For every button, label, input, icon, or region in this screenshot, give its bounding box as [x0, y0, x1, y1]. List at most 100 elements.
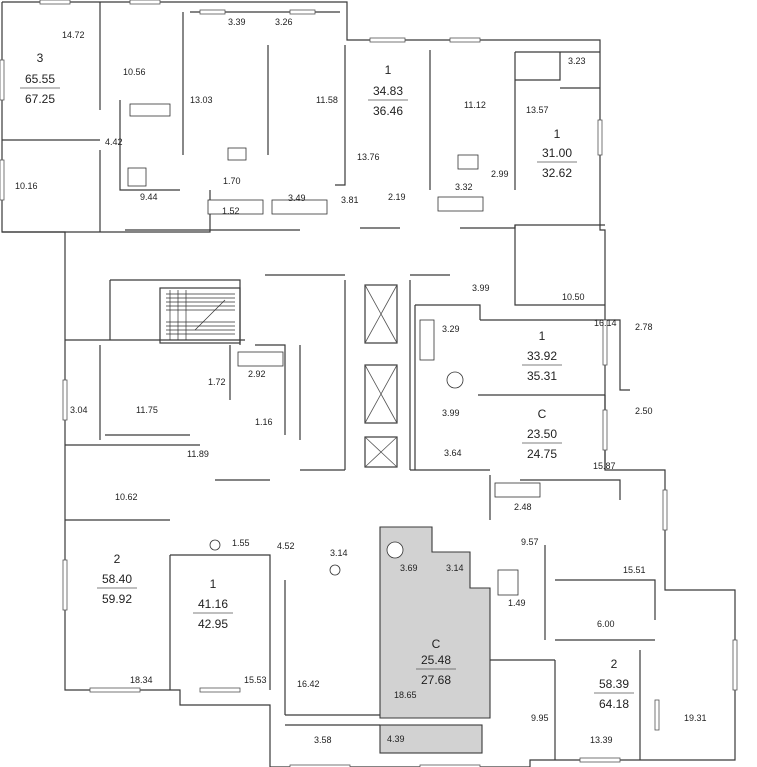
highlighted-apartment[interactable]: [379, 526, 491, 754]
svg-text:42.95: 42.95: [198, 617, 228, 631]
room-area: 9.44: [140, 192, 158, 202]
room-area: 10.62: [115, 492, 138, 502]
room-area: 13.03: [190, 95, 213, 105]
svg-text:58.40: 58.40: [102, 572, 132, 586]
room-area: 3.14: [330, 548, 348, 558]
room-area: 1.72: [208, 377, 226, 387]
room-area: 3.39: [228, 17, 246, 27]
room-area: 2.99: [491, 169, 509, 179]
svg-text:34.83: 34.83: [373, 84, 403, 98]
bathroom-fixtures: [127, 103, 541, 596]
room-area: 3.81: [341, 195, 359, 205]
total-area: 67.25: [25, 92, 55, 106]
svg-text:23.50: 23.50: [527, 427, 557, 441]
room-area: 2.19: [388, 192, 406, 202]
room-area: 3.23: [568, 56, 586, 66]
room-area: 3.29: [442, 324, 460, 334]
room-area: 3.49: [288, 193, 306, 203]
svg-text:С: С: [432, 637, 441, 651]
apartment-label-cs: С 23.50 24.75: [522, 407, 562, 461]
room-area: 13.57: [526, 105, 549, 115]
elevators: [364, 284, 398, 468]
room-area: 15.51: [623, 565, 646, 575]
apartment-label-1b: 1 31.00 32.62: [537, 127, 577, 180]
room-area: 14.72: [62, 30, 85, 40]
apartment-label-3: 3 65.55 67.25: [20, 51, 60, 106]
room-area: 10.56: [123, 67, 146, 77]
room-area: 10.50: [562, 292, 585, 302]
apartment-label-1d: 1 41.16 42.95: [193, 577, 233, 631]
room-area: 1.55: [232, 538, 250, 548]
staircase: [159, 287, 241, 344]
outer-walls: [1, 1, 736, 767]
room-area: 19.31: [684, 713, 707, 723]
room-area: 2.78: [635, 322, 653, 332]
room-area: 3.26: [275, 17, 293, 27]
room-area: 13.76: [357, 152, 380, 162]
svg-text:1: 1: [385, 63, 392, 77]
room-area: 11.58: [316, 95, 338, 105]
room-area: 2.92: [248, 369, 266, 379]
svg-text:41.16: 41.16: [198, 597, 228, 611]
apartment-label-1c: 1 33.92 35.31: [522, 329, 562, 383]
room-area: 16.42: [297, 679, 320, 689]
room-area: 10.16: [15, 181, 38, 191]
room-area: 3.04: [70, 405, 88, 415]
svg-text:2: 2: [611, 657, 618, 671]
room-area: 9.95: [531, 713, 549, 723]
apartment-label-2a: 2 58.40 59.92: [97, 552, 137, 606]
svg-text:64.18: 64.18: [599, 697, 629, 711]
svg-text:58.39: 58.39: [599, 677, 629, 691]
room-area: 15.53: [244, 675, 267, 685]
svg-text:33.92: 33.92: [527, 349, 557, 363]
svg-text:25.48: 25.48: [421, 653, 451, 667]
room-area: 3.32: [455, 182, 473, 192]
room-area: 1.16: [255, 417, 273, 427]
room-area: 3.58: [314, 735, 332, 745]
apartment-label-cs-highlighted: С 25.48 27.68: [416, 637, 456, 687]
svg-text:1: 1: [554, 127, 561, 141]
room-area: 11.12: [464, 100, 486, 110]
svg-text:36.46: 36.46: [373, 104, 403, 118]
room-area: 3.99: [442, 408, 460, 418]
room-area: 15.87: [593, 461, 616, 471]
room-area: 4.42: [105, 137, 123, 147]
rooms-count: 3: [37, 51, 44, 65]
room-area: 11.89: [187, 449, 209, 459]
room-area-labels: 14.72 3.39 3.26 10.56 13.03 11.58 11.12 …: [15, 17, 707, 745]
interior-walls: [2, 2, 656, 760]
svg-text:С: С: [538, 407, 547, 421]
apartment-labels: 3 65.55 67.25 1 34.83 36.46 1 31.00 32.6…: [20, 51, 634, 711]
room-area: 3.99: [472, 283, 490, 293]
room-area: 3.69: [400, 563, 418, 573]
svg-text:31.00: 31.00: [542, 146, 572, 160]
room-area: 4.52: [277, 541, 295, 551]
room-area: 4.39: [387, 734, 405, 744]
svg-text:32.62: 32.62: [542, 166, 572, 180]
room-area: 11.75: [136, 405, 158, 415]
svg-text:59.92: 59.92: [102, 592, 132, 606]
room-area: 9.57: [521, 537, 539, 547]
apartment-label-2b: 2 58.39 64.18: [594, 657, 634, 711]
svg-text:1: 1: [210, 577, 217, 591]
windows: [0, 0, 738, 767]
room-area: 16.14: [594, 318, 617, 328]
room-area: 13.39: [590, 735, 613, 745]
room-area: 2.50: [635, 406, 653, 416]
room-area: 1.70: [223, 176, 241, 186]
svg-text:2: 2: [114, 552, 121, 566]
apartment-label-1a: 1 34.83 36.46: [368, 63, 408, 118]
room-area: 18.65: [394, 690, 417, 700]
room-area: 2.48: [514, 502, 532, 512]
room-area: 1.52: [222, 206, 240, 216]
room-area: 3.14: [446, 563, 464, 573]
living-area: 65.55: [25, 72, 55, 86]
svg-text:35.31: 35.31: [527, 369, 557, 383]
svg-text:24.75: 24.75: [527, 447, 557, 461]
svg-text:27.68: 27.68: [421, 673, 451, 687]
room-area: 3.64: [444, 448, 462, 458]
room-area: 18.34: [130, 675, 153, 685]
svg-text:1: 1: [539, 329, 546, 343]
room-area: 6.00: [597, 619, 615, 629]
